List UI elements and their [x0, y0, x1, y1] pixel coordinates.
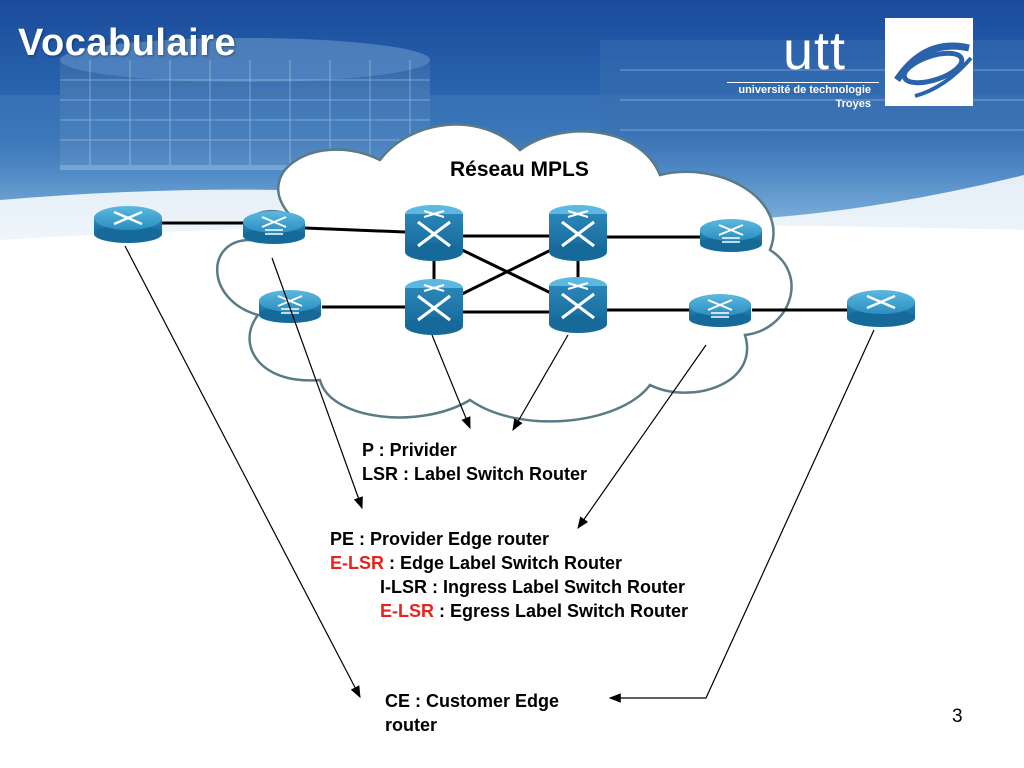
legend-pe: PE : Provider Edge router: [330, 529, 550, 549]
elsr-definition: : Edge Label Switch Router: [384, 553, 623, 573]
link-pe1-p1: [304, 226, 406, 234]
logo-emblem-icon: [894, 42, 973, 98]
lsr-router-icon: [700, 219, 762, 252]
cloud-label: Réseau MPLS: [450, 158, 589, 181]
edge-router-icon: [94, 206, 162, 243]
lsr-router-icon: [243, 211, 305, 244]
legend-lsr: LSR : Label Switch Router: [362, 464, 588, 484]
logo-wordmark: utt: [783, 21, 847, 81]
arrow-p2: [512, 334, 569, 432]
lsr-router-icon: [689, 294, 751, 327]
egress-definition: : Egress Label Switch Router: [434, 601, 689, 621]
logo-emblem: [885, 18, 973, 106]
arrow-ce1: [124, 245, 361, 699]
network-links: [160, 221, 848, 314]
elsr-term: E-LSR: [330, 553, 384, 573]
annotation-arrows: [124, 245, 875, 703]
arrow-ce2: [608, 329, 875, 703]
legend-ilsr: I-LSR : Ingress Label Switch Router: [380, 577, 686, 597]
legend-egress: E-LSR : Egress Label Switch Router: [380, 599, 688, 623]
page-number: 3: [952, 706, 963, 727]
legend-ce-line1: CE : Customer Edge: [385, 691, 560, 711]
link-p3-p2: [457, 246, 556, 298]
utt-logo: utt université de technologie Troyes: [725, 14, 980, 114]
edge-router-icon: [847, 290, 915, 327]
egress-term: E-LSR: [380, 601, 434, 621]
slide-title: Vocabulaire: [18, 22, 237, 64]
core-lsr-icon: [549, 205, 607, 261]
logo-city: Troyes: [835, 98, 871, 110]
core-lsr-icon: [405, 279, 463, 335]
arrow-p1: [431, 334, 471, 430]
legend-ce-line2: router: [385, 715, 438, 735]
logo-subtitle: université de technologie: [738, 84, 871, 96]
logo-rule: [727, 82, 879, 83]
core-lsr-icon: [549, 277, 607, 333]
arrow-pe1: [271, 257, 363, 510]
legend-p: P : Privider: [362, 440, 457, 460]
legend-elsr: E-LSR : Edge Label Switch Router: [330, 551, 622, 575]
core-lsr-icon: [405, 205, 463, 261]
arrow-pe2: [577, 344, 707, 529]
